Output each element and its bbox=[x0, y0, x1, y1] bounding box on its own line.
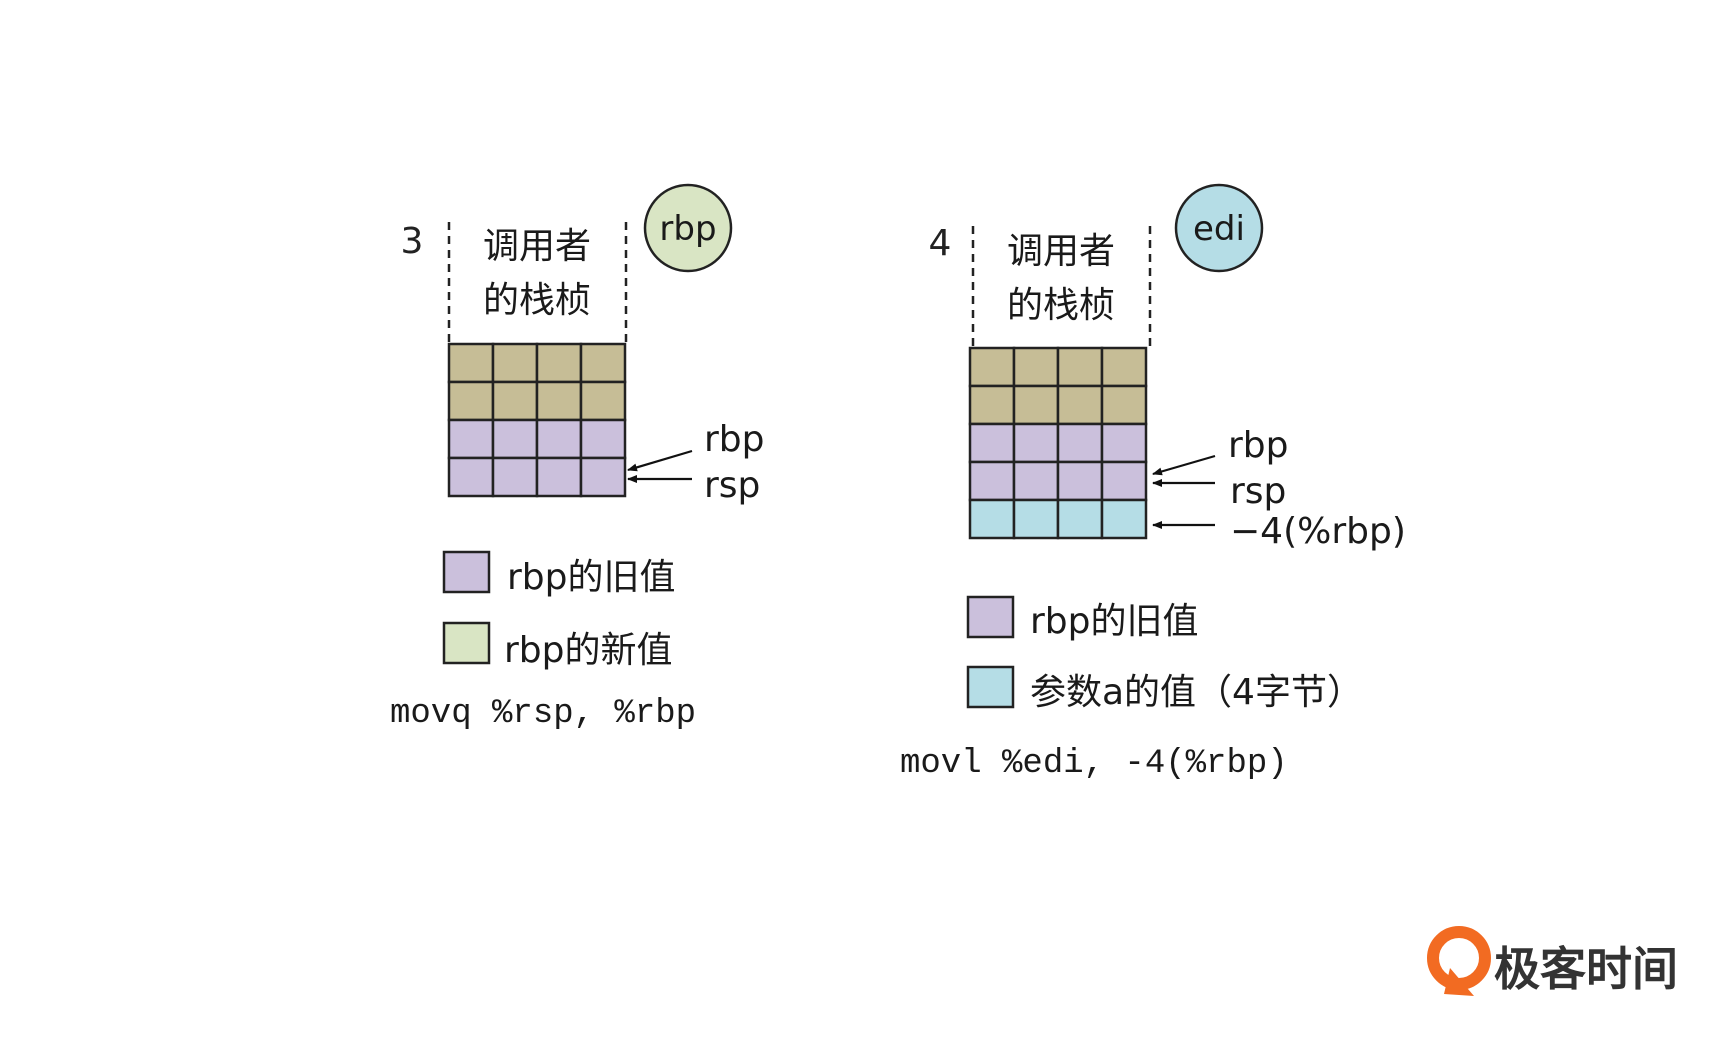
stack-cell bbox=[968, 422, 1016, 464]
legend-label: rbp的旧值 bbox=[507, 557, 676, 598]
register-label: edi bbox=[1193, 209, 1245, 249]
stack-cell bbox=[1056, 346, 1104, 388]
legend-swatch bbox=[442, 550, 491, 594]
stack-cell bbox=[968, 384, 1016, 426]
legend-swatch bbox=[966, 665, 1015, 709]
legend-item-rbp-new: rbp的新值 bbox=[442, 621, 673, 671]
register-label: rbp bbox=[659, 209, 716, 249]
stack-cell bbox=[1100, 460, 1148, 502]
stack-cell bbox=[1056, 498, 1104, 540]
legend-item-rbp-old: rbp的旧值 bbox=[442, 550, 676, 598]
stack-grid bbox=[447, 342, 627, 498]
stack-cell bbox=[579, 342, 627, 384]
frame-label-line-2: 的栈桢 bbox=[483, 280, 591, 321]
register-badge-edi: edi bbox=[1174, 183, 1264, 273]
stack-cell bbox=[968, 346, 1016, 388]
stack-cell bbox=[1012, 422, 1060, 464]
stack-cell bbox=[579, 418, 627, 460]
stack-row-rbp-old bbox=[968, 460, 1148, 502]
stack-cell bbox=[491, 342, 539, 384]
pointer-label: rbp bbox=[1228, 425, 1289, 466]
stack-row-caller-frame bbox=[968, 384, 1148, 426]
stack-cell bbox=[968, 498, 1016, 540]
register-badge-rbp: rbp bbox=[643, 183, 733, 273]
legend-label: rbp的旧值 bbox=[1030, 601, 1199, 642]
step-number: 3 bbox=[401, 221, 424, 262]
pointer-rsp: rsp bbox=[627, 465, 760, 506]
assembly-instruction: movq %rsp, %rbp bbox=[390, 695, 696, 733]
panel-step-3: 3 调用者 的栈桢 rbp rbp rsp rbp的旧值 rbp的新值 movq… bbox=[390, 183, 765, 733]
stack-cell bbox=[1100, 498, 1148, 540]
logo-text: 极客时间 bbox=[1494, 942, 1678, 996]
stack-cell bbox=[535, 456, 583, 498]
stack-row-rbp-old bbox=[968, 422, 1148, 464]
geektime-logo: 极客时间 bbox=[1427, 926, 1678, 996]
stack-cell bbox=[1056, 384, 1104, 426]
stack-cell bbox=[535, 418, 583, 460]
stack-row-caller-frame bbox=[968, 346, 1148, 388]
stack-cell bbox=[447, 456, 495, 498]
stack-row-param-a bbox=[968, 498, 1148, 540]
pointer-rsp: rsp bbox=[1152, 471, 1286, 512]
stack-row-rbp-old bbox=[447, 418, 627, 460]
pointer-label: −4(%rbp) bbox=[1230, 511, 1406, 552]
stack-cell bbox=[447, 418, 495, 460]
step-number: 4 bbox=[929, 223, 952, 264]
stack-cell bbox=[491, 456, 539, 498]
stack-cell bbox=[579, 380, 627, 422]
stack-cell bbox=[1012, 346, 1060, 388]
stack-cell bbox=[535, 342, 583, 384]
legend-label: 参数a的值（4字节） bbox=[1030, 672, 1363, 713]
register-circle bbox=[1174, 183, 1264, 273]
pointer-arrow bbox=[627, 449, 693, 472]
legend-swatch bbox=[442, 621, 491, 665]
pointer-rbp: rbp bbox=[1152, 425, 1289, 476]
stack-row-caller-frame bbox=[447, 380, 627, 422]
legend-label: rbp的新值 bbox=[504, 630, 673, 671]
stack-row-caller-frame bbox=[447, 342, 627, 384]
stack-cell bbox=[1012, 460, 1060, 502]
stack-cell bbox=[1056, 422, 1104, 464]
stack-row-rbp-old bbox=[447, 456, 627, 498]
stack-cell bbox=[1012, 498, 1060, 540]
stack-grid bbox=[968, 346, 1148, 540]
stack-cell bbox=[491, 418, 539, 460]
pointer-arrow bbox=[1152, 454, 1216, 476]
register-circle bbox=[643, 183, 733, 273]
stack-cell bbox=[447, 342, 495, 384]
pointer-rbp: rbp bbox=[627, 419, 765, 472]
pointer-label: rsp bbox=[704, 465, 760, 506]
legend-item-rbp-old: rbp的旧值 bbox=[966, 595, 1199, 642]
pointer-minus4-rbp: −4(%rbp) bbox=[1152, 511, 1406, 552]
geektime-logo-icon bbox=[1427, 926, 1491, 996]
assembly-instruction: movl %edi, -4(%rbp) bbox=[900, 745, 1288, 783]
stack-cell bbox=[1100, 384, 1148, 426]
stack-cell bbox=[579, 456, 627, 498]
stack-cell bbox=[1100, 422, 1148, 464]
stack-cell bbox=[968, 460, 1016, 502]
stack-cell bbox=[1056, 460, 1104, 502]
stack-cell bbox=[1100, 346, 1148, 388]
pointer-label: rbp bbox=[704, 419, 765, 460]
stack-cell bbox=[447, 380, 495, 422]
legend-item-param-a: 参数a的值（4字节） bbox=[966, 665, 1363, 713]
panel-step-4: 4 调用者 的栈桢 edi rbp rsp −4(%rbp) rbp的旧值 bbox=[900, 183, 1406, 783]
stack-cell bbox=[535, 380, 583, 422]
stack-cell bbox=[491, 380, 539, 422]
pointer-label: rsp bbox=[1230, 471, 1286, 512]
frame-label-line-2: 的栈桢 bbox=[1007, 285, 1115, 326]
frame-label-line-1: 调用者 bbox=[483, 226, 591, 267]
frame-label-line-1: 调用者 bbox=[1007, 231, 1115, 272]
legend-swatch bbox=[966, 595, 1015, 639]
stack-cell bbox=[1012, 384, 1060, 426]
